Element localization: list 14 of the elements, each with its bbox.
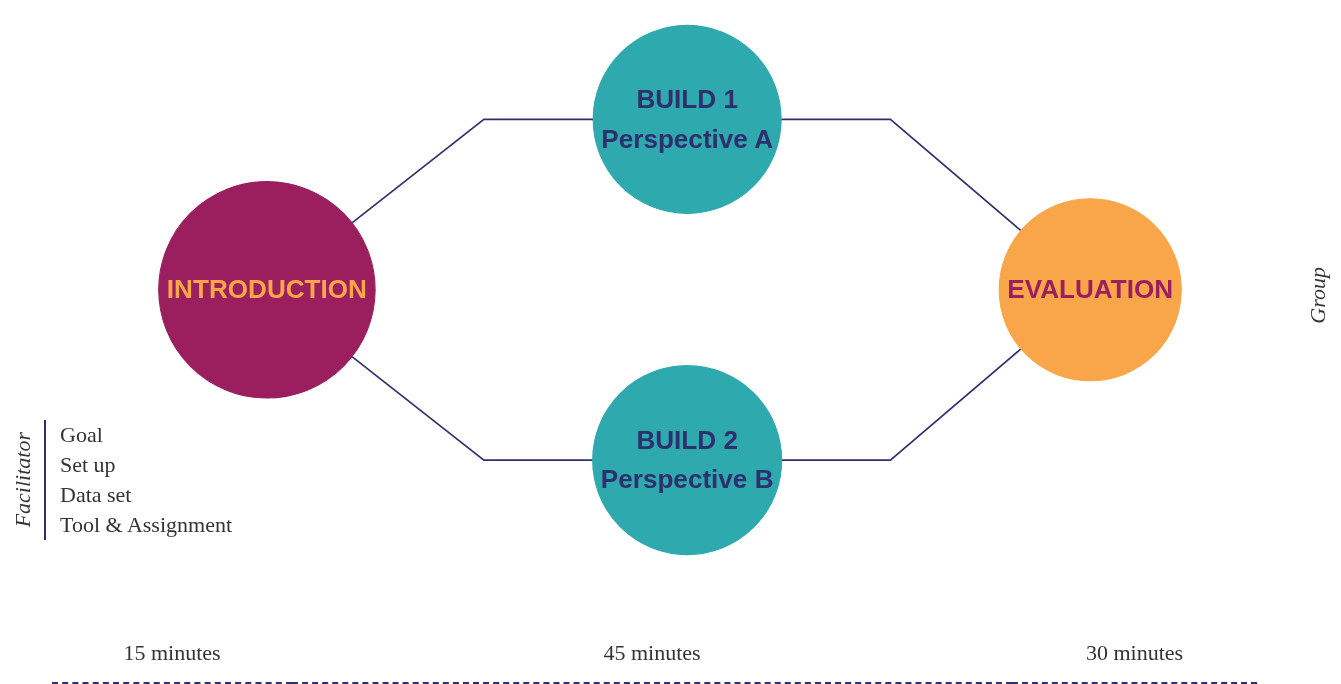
duration-label: 45 minutes: [603, 640, 701, 666]
node-circle: BUILD 2 Perspective B: [592, 365, 783, 556]
list-item: Set up: [60, 451, 117, 479]
node-circle: BUILD 1 Perspective A: [592, 24, 782, 214]
duration-label: 15 minutes: [123, 640, 221, 666]
list-item: Tool & Assignment: [60, 511, 233, 539]
side-label: Facilitator: [10, 432, 36, 528]
duration-label: 30 minutes: [1085, 640, 1184, 666]
node-circle: EVALUATION: [998, 198, 1182, 382]
side-label: Group: [1305, 266, 1331, 324]
list-item: Goal: [60, 421, 104, 449]
connector: [351, 118, 594, 224]
node-circle: INTRODUCTION: [158, 181, 376, 399]
list-item: Data set: [60, 481, 133, 509]
